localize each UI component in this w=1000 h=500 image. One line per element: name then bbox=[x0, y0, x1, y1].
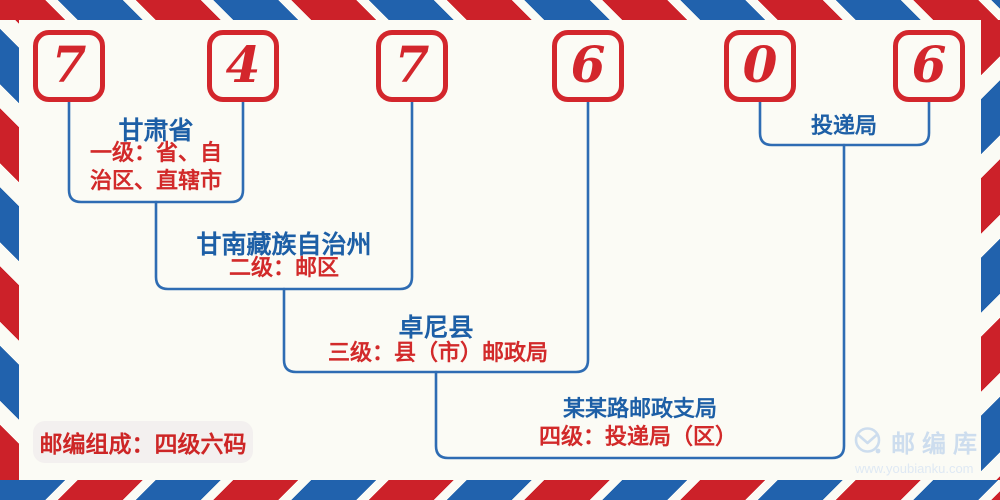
level1-description: 一级：省、自 治区、直辖市 bbox=[90, 139, 222, 194]
level2-region-name: 甘南藏族自治州 bbox=[196, 231, 372, 259]
airmail-border-left bbox=[0, 20, 19, 480]
digit-box-2: 4 bbox=[207, 30, 279, 102]
level4-region-name: 某某路邮政支局 bbox=[562, 396, 718, 421]
digit-box-4: 6 bbox=[552, 30, 624, 102]
digit-box-3: 7 bbox=[376, 30, 448, 102]
level2-description: 二级：邮区 bbox=[228, 255, 340, 280]
level4-description: 四级：投递局（区） bbox=[538, 424, 738, 449]
postal-digit: 0 bbox=[742, 35, 778, 94]
envelope-circle-icon bbox=[854, 427, 881, 454]
digit-box-5: 0 bbox=[724, 30, 796, 102]
site-url: www.youbianku.com bbox=[855, 461, 974, 476]
postal-digit: 7 bbox=[51, 35, 87, 94]
composition-badge: 邮编组成：四级六码 bbox=[33, 421, 253, 463]
site-name: 邮编库 bbox=[891, 431, 984, 458]
site-logo: 邮编库 www.youbianku.com bbox=[853, 424, 988, 476]
digit-box-1: 7 bbox=[33, 30, 105, 102]
postal-digit: 7 bbox=[394, 35, 430, 94]
level1-description-line1: 一级：省、自 bbox=[89, 140, 223, 165]
bracket-level4 bbox=[434, 143, 846, 460]
postal-digit: 6 bbox=[570, 35, 606, 94]
postal-digit: 4 bbox=[225, 35, 261, 94]
digit-box-6: 6 bbox=[893, 30, 965, 102]
airmail-border-right bbox=[981, 20, 1000, 480]
composition-badge-text: 邮编组成：四级六码 bbox=[39, 431, 247, 457]
level3-description: 三级：县（市）邮政局 bbox=[327, 340, 549, 365]
level3-region-name: 卓尼县 bbox=[398, 314, 474, 342]
airmail-border-top bbox=[0, 0, 1000, 20]
level1-region-name: 甘肃省 bbox=[118, 117, 194, 145]
airmail-border-bottom bbox=[0, 480, 1000, 500]
bracket-delivery bbox=[758, 100, 931, 147]
delivery-office-label: 投递局 bbox=[810, 113, 878, 138]
postal-digit: 6 bbox=[911, 35, 947, 94]
level1-description-line2: 治区、直辖市 bbox=[89, 167, 223, 193]
